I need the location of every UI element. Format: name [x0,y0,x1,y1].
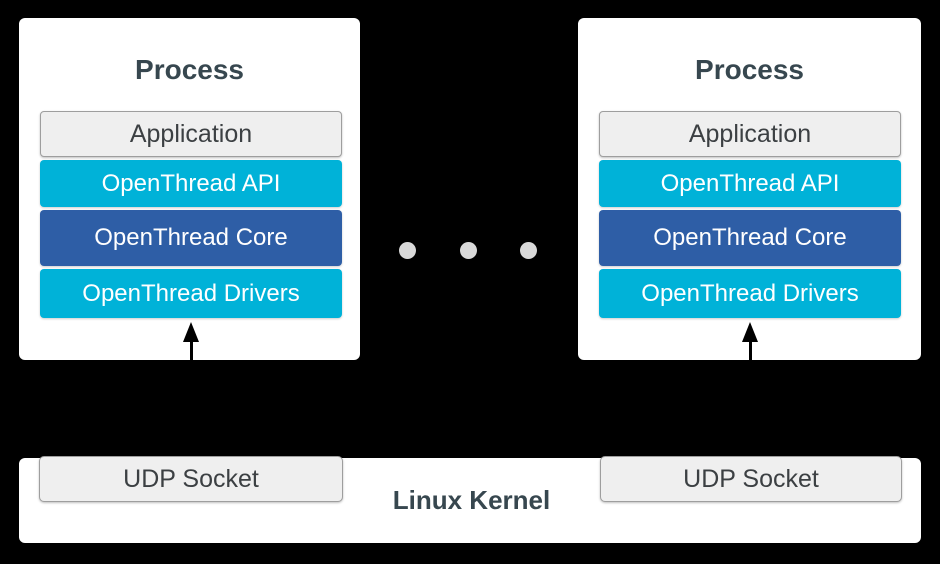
arrow-line [748,342,752,360]
ellipsis-dot [460,242,477,259]
arrow-line [189,342,193,360]
arrow-head [183,322,199,342]
layer-openthread-drivers: OpenThread Drivers [40,269,342,318]
layer-openthread-api: OpenThread API [40,160,342,207]
layer-openthread-api: OpenThread API [599,160,901,207]
layer-openthread-core: OpenThread Core [599,210,901,266]
layer-openthread-core: OpenThread Core [40,210,342,266]
up-arrow-icon [742,322,758,360]
process-title: Process [695,54,804,85]
process-title: Process [135,54,244,85]
layer-application: Application [599,111,901,157]
process-box-right: Process Application OpenThread API OpenT… [578,18,921,360]
up-arrow-icon [183,322,199,360]
layer-openthread-drivers: OpenThread Drivers [599,269,901,318]
ellipsis-dot [399,242,416,259]
process-box-left: Process Application OpenThread API OpenT… [19,18,360,360]
ellipsis-dot [520,242,537,259]
udp-socket-box-right: UDP Socket [600,456,902,502]
linux-kernel-bar: UDP Socket Linux Kernel UDP Socket [19,456,921,543]
linux-kernel-label: Linux Kernel [392,485,551,515]
layer-application: Application [40,111,342,157]
arrow-head [742,322,758,342]
udp-socket-box-left: UDP Socket [39,456,343,502]
